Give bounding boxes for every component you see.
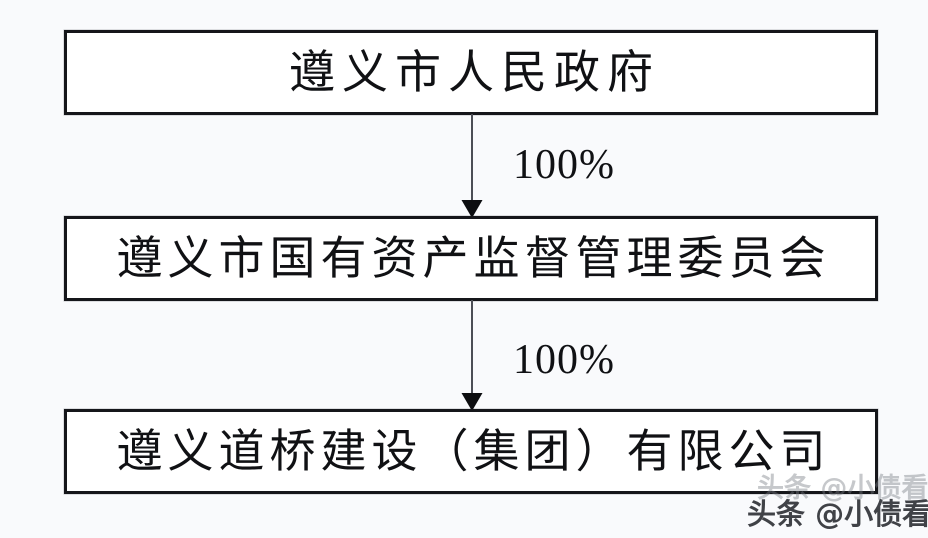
- connector-sasac-to-company: [455, 300, 489, 411]
- edge-label-gov-to-sasac: 100%: [513, 142, 615, 188]
- arrow-down-icon: [461, 300, 483, 411]
- org-node-gov: 遵义市人民政府: [64, 30, 878, 115]
- edge-label-sasac-to-company: 100%: [513, 337, 615, 383]
- org-node-gov-label: 遵义市人民政府: [289, 46, 660, 98]
- connector-gov-to-sasac: [455, 114, 489, 218]
- org-node-company-label: 遵义道桥建设（集团）有限公司: [116, 425, 831, 477]
- org-node-company: 遵义道桥建设（集团）有限公司: [64, 409, 878, 494]
- arrow-down-icon: [461, 114, 483, 218]
- watermark-main: 头条 @小债看市: [747, 497, 928, 531]
- org-node-sasac-label: 遵义市国有资产监督管理委员会: [116, 232, 831, 284]
- org-node-sasac: 遵义市国有资产监督管理委员会: [64, 216, 878, 301]
